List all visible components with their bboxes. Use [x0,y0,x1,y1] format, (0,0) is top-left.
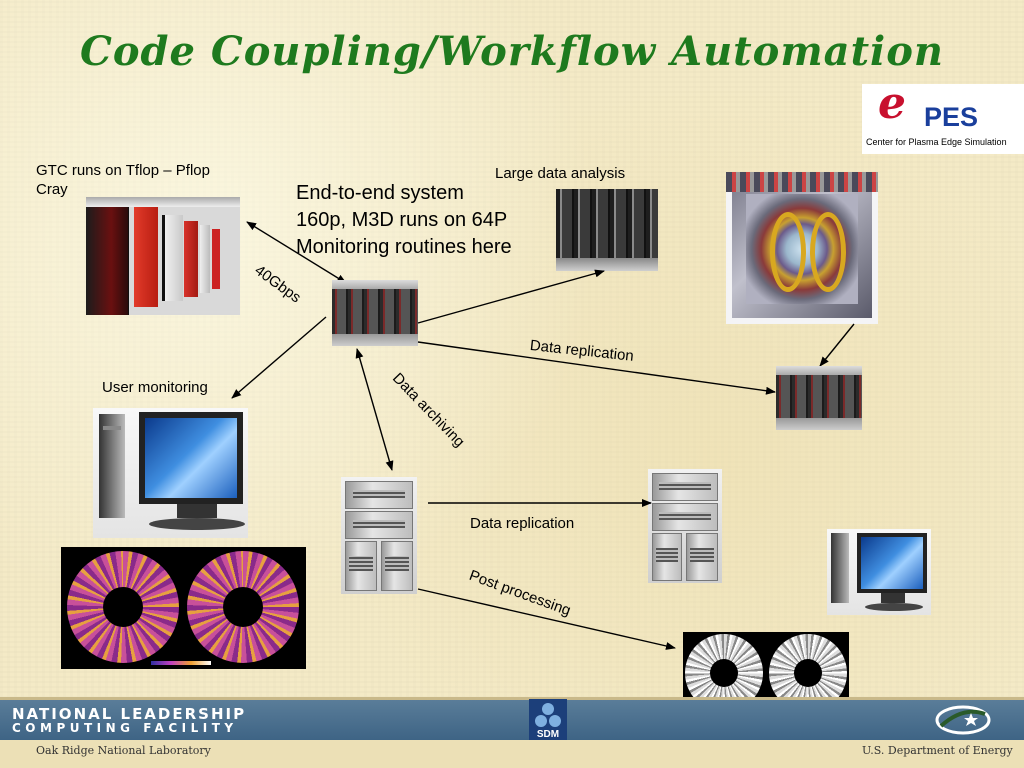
cpes-logo-subtitle: Center for Plasma Edge Simulation [866,137,1007,147]
remote-racks [776,366,862,430]
footer-right-text: U.S. Department of Energy [862,744,1013,757]
nlf-line2: COMPUTING FACILITY [12,721,238,735]
cpes-logo-name: PES [924,102,979,132]
user-monitoring-workstation [93,408,248,538]
arrow-system-to-remote-racks [417,341,776,395]
user-monitoring-label: User monitoring [102,379,208,396]
footer-banner [0,700,1024,740]
arrow-system-to-user-monitoring [231,316,327,399]
system-description: End-to-end system 160p, M3D runs on 64P … [296,180,512,261]
large-data-analysis-racks [556,189,658,271]
arrow-cray-to-system [246,221,347,284]
system-line3: Monitoring routines here [296,236,512,258]
archive-storage-cabinet [341,477,417,594]
arrow-archive-to-post-processing [417,588,676,650]
cpes-logo-letter: e [878,78,906,129]
large-data-analysis-label: Large data analysis [495,165,626,182]
nlf-line1: NATIONAL LEADERSHIP [12,705,247,723]
doe-logo-icon [933,704,993,736]
simulation-donut-plots-color [61,547,306,669]
central-system-racks [332,280,418,346]
cray-supercomputer-photo [86,197,240,315]
arrow-tokamak-to-remote-racks [819,323,855,367]
donut-plot-right [187,551,299,663]
cpes-logo: e PES Center for Plasma Edge Simulation [862,78,1024,154]
footer-left-text: Oak Ridge National Laboratory [36,744,211,757]
arrow-system-to-analysis [417,269,605,324]
system-line1: End-to-end system [296,182,464,204]
gtc-label: GTC runs on Tflop – Pflop Cray [36,161,210,199]
arrow-system-to-archive [355,348,394,471]
gtc-label-line1: GTC runs on Tflop – Pflop [36,162,210,179]
tokamak-image [726,172,878,324]
slide-title: Code Coupling/Workflow Automation [80,28,944,75]
system-line2: 160p, M3D runs on 64P [296,209,508,231]
sdm-logo: SDM [529,699,567,743]
donut-plot-left [67,551,179,663]
replica-storage-cabinet [648,469,722,583]
footer-strip [0,740,1024,768]
sdm-logo-text: SDM [536,729,560,740]
banner-divider [0,697,1024,700]
remote-workstation [827,529,931,615]
gtc-label-line2: Cray [36,181,68,198]
data-replication-label-bottom: Data replication [470,515,575,532]
